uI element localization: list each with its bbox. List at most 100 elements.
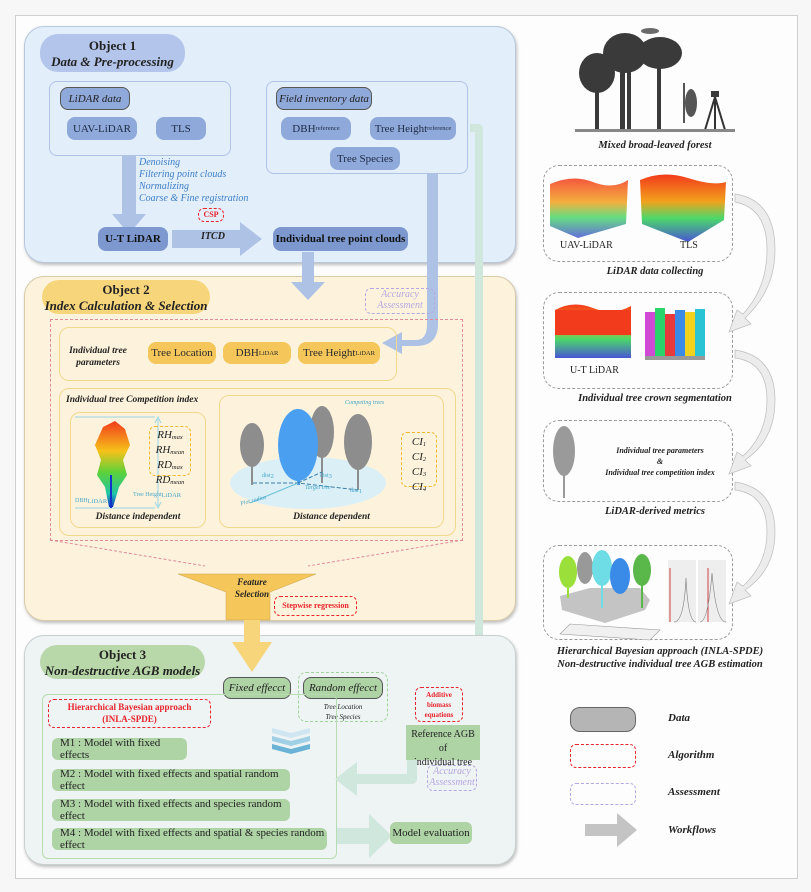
dist2-label: dist2 <box>262 473 274 480</box>
model-m2: M2 : Model with fixed effects and spatia… <box>52 768 290 792</box>
model-evaluation-box: Model evaluation <box>390 822 472 844</box>
ci3: CI3 <box>411 466 427 478</box>
legend-workflow-label: Workflows <box>668 824 717 836</box>
params-label: Individual tree parameters <box>63 345 133 369</box>
field-to-reference-arrow <box>466 124 492 661</box>
clouds-to-params-arrow <box>291 252 325 300</box>
height-text: Tree Height <box>374 122 428 135</box>
object3-title: Object 3 <box>98 647 147 662</box>
object1-subtitle: Data & Pre-processing <box>51 54 174 69</box>
height-lidar-sub: LiDAR <box>355 349 375 357</box>
distance-independent-caption: Distance independent <box>95 512 181 522</box>
preprocessing-steps: Denoising Filtering point clouds Normali… <box>139 157 248 205</box>
individual-params-group <box>59 327 397 381</box>
csp-algorithm: CSP <box>198 208 224 222</box>
dist1-label: dist1 <box>350 488 362 495</box>
index-region <box>50 319 463 541</box>
field-inventory-group <box>266 81 468 174</box>
random-effect-items: Tree Location Tree Species <box>298 702 388 722</box>
metric-rd-mean: RDmean <box>155 474 185 486</box>
ut-lidar-box: U-T LiDAR <box>98 227 168 251</box>
dbh-lidar-sub: LiDAR <box>258 349 279 357</box>
tls-box: TLS <box>156 117 206 140</box>
legend-algorithm-label: Algorithm <box>668 749 715 761</box>
collect-caption: LiDAR data collecting <box>606 266 704 277</box>
segmentation-illustration <box>555 304 705 360</box>
dbh-sub: reference <box>315 125 340 132</box>
height-annotation: Tree HeightLiDAR <box>133 492 181 499</box>
competition-title: Individual tree Competition index <box>66 395 199 405</box>
stepwise-regression-algorithm: Stepwise regression <box>274 596 357 616</box>
single-tree-illustration <box>553 426 575 498</box>
feature-to-fixed-arrow <box>232 620 272 672</box>
individual-tree-clouds-box: Individual tree point clouds <box>273 227 408 251</box>
lidar-collecting-box <box>543 165 733 262</box>
model-m4: M4 : Model with fixed effects and spatia… <box>52 827 327 851</box>
chevrons-icon <box>272 728 310 754</box>
metrics-caption: LiDAR-derived metrics <box>604 506 706 517</box>
object2-accuracy-assessment: Accuracy Assessment <box>365 288 435 314</box>
metric-rd-max: RDmax <box>157 459 183 471</box>
additive-line3: equations <box>424 711 454 719</box>
object1-title: Object 1 <box>88 38 137 53</box>
additive-line1: Additive <box>426 691 452 699</box>
competing-trees-illustration <box>230 406 386 509</box>
ci2: CI2 <box>411 451 427 463</box>
height-lidar-text: Tree Height <box>303 347 356 359</box>
itcd-arrow <box>172 222 262 256</box>
feature-line: Feature <box>237 577 267 587</box>
collect-uav-label: UAV-LiDAR <box>560 240 613 251</box>
reference-to-models-arrow <box>335 760 417 796</box>
object2-subtitle: Index Calculation & Selection <box>44 298 208 313</box>
metrics-line1: Individual tree parameters <box>616 446 704 455</box>
hba-caption-line2: Non-destructive individual tree AGB esti… <box>557 659 763 670</box>
accuracy3-line2: Assessment <box>429 777 475 788</box>
dbh-annotation-sub: LiDAR <box>87 498 108 505</box>
to-evaluation-arrow <box>337 814 392 858</box>
step-denoising: Denoising <box>139 157 181 168</box>
random-effect-box: Random effecct <box>303 677 383 699</box>
object3-accuracy-assessment: Accuracy Assessment <box>427 765 477 791</box>
reference-agb-line1: Reference AGB of <box>411 729 475 754</box>
hba-caption: Hierarchical Bayesian approach (INLA-SPD… <box>525 645 795 671</box>
tree-species-box: Tree Species <box>330 147 400 170</box>
dbh-annotation-text: DBH <box>75 498 88 504</box>
legend-workflow-arrow <box>585 813 637 847</box>
object3-subtitle: Non-destructive AGB models <box>44 663 201 678</box>
metrics-text: Individual tree parameters & Individual … <box>585 445 735 478</box>
tree-pointcloud-illustration <box>75 415 162 510</box>
collect-tls-label: TLS <box>680 240 698 251</box>
lidar-pointcloud-illustration <box>550 174 726 242</box>
metrics-box <box>543 420 733 502</box>
params-label-line1: Individual tree <box>69 346 127 356</box>
distance-dependent-caption: Distance dependent <box>293 512 370 522</box>
metric-rh-mean: RHmean <box>155 444 185 456</box>
metrics-line3: Individual tree competition index <box>605 468 715 477</box>
tree-location-box: Tree Location <box>148 342 216 364</box>
random-effect-group <box>298 672 388 722</box>
hba-algorithm: Hierarchical Bayesian approach (INLA-SPD… <box>48 699 211 728</box>
dbh-text: DBH <box>292 122 316 135</box>
ci-indices: CI1 CI2 CI3 CI4 <box>401 432 437 493</box>
feature-selection-funnel <box>49 539 464 621</box>
dist3-label: dist3 <box>320 473 332 480</box>
dbh-annotation: DBHLiDAR <box>75 498 107 505</box>
field-inventory-label: Field inventory data <box>276 87 372 110</box>
ci1: CI1 <box>411 436 427 448</box>
step-normalizing: Normalizing <box>139 181 190 192</box>
preprocess-arrow <box>112 156 146 234</box>
forest-caption: Mixed broad-leaved forest <box>598 140 712 151</box>
rh-rd-metrics: RHmax RHmean RDmax RDmean <box>149 426 191 486</box>
distance-dependent-box <box>219 395 444 528</box>
legend-data-swatch <box>570 707 636 732</box>
selection-line: Selection <box>235 589 269 599</box>
target-tree-label: Target tree <box>305 485 331 491</box>
uav-lidar-box: UAV-LiDAR <box>67 117 137 140</box>
competing-trees-label: Competing trees <box>345 400 385 406</box>
dbh-lidar-text: DBH <box>235 347 259 359</box>
feature-selection-label: Feature Selection <box>222 576 282 600</box>
legend-assessment-label: Assessment <box>668 786 720 798</box>
object2-header: Object 2 Index Calculation & Selection <box>42 280 210 314</box>
step-registration: Coarse & Fine registration <box>139 193 249 204</box>
